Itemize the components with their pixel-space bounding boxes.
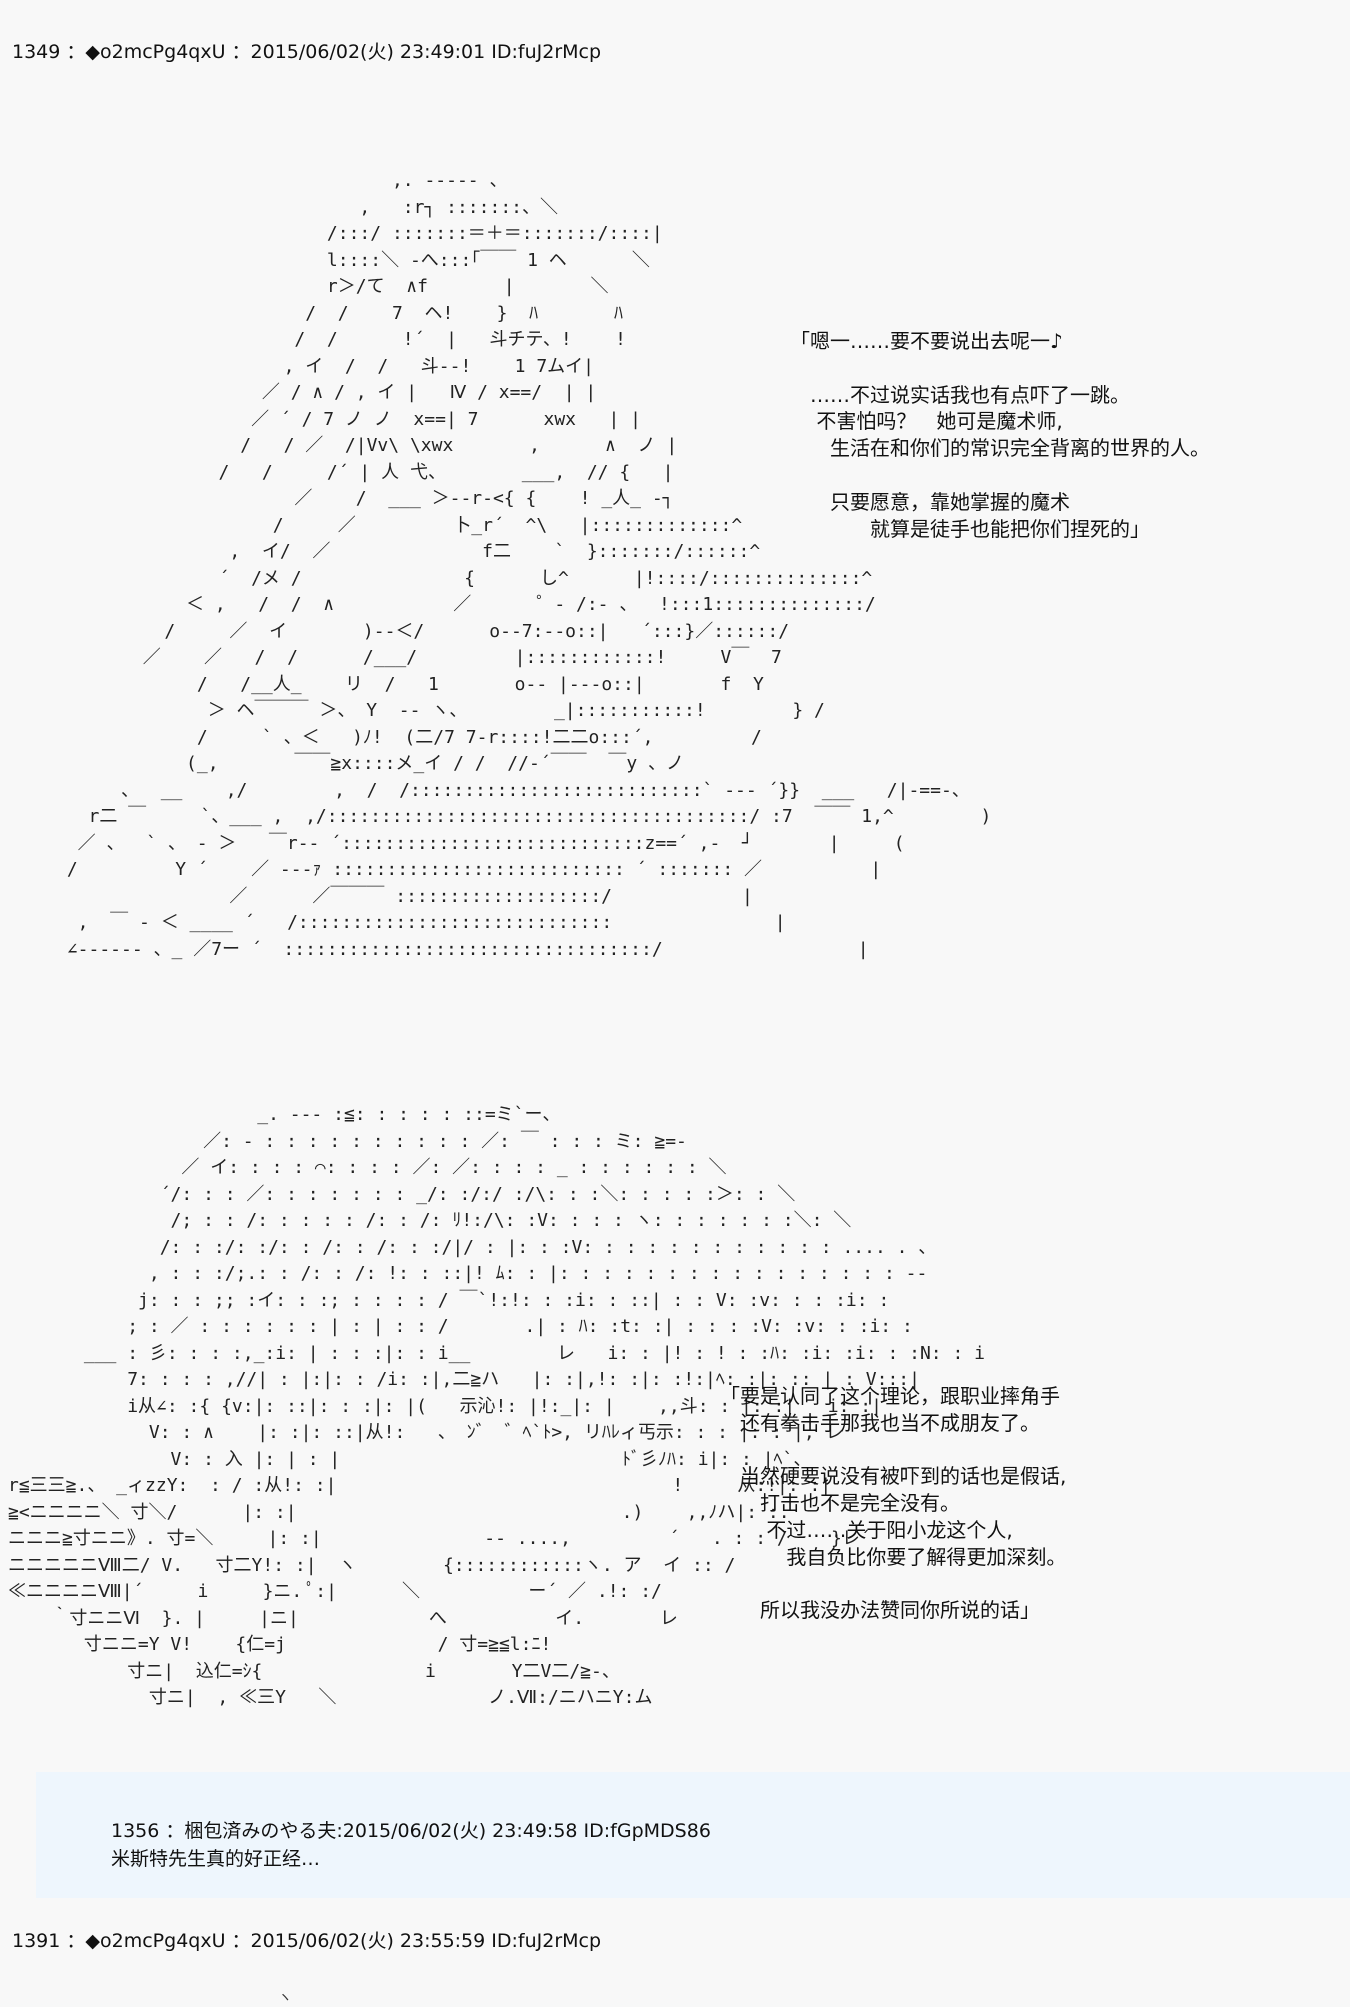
speech-line	[720, 1571, 1066, 1598]
ascii-art-character-2: _. ‐‐‐ :≦: : : : : ::=ミ`ー、 ／: ‐ : : : : …	[8, 1104, 985, 1708]
speech-line: 不害怕吗？ 她可是魔术师,	[790, 409, 1063, 434]
speech-line: 「要是认同了这个理论，跟职业摔角手	[720, 1384, 1060, 1408]
speech-line	[790, 462, 1210, 489]
speech-line	[720, 1437, 1066, 1464]
speech-line	[790, 355, 1210, 382]
speech-line: 我自负比你要了解得更加深刻。	[720, 1544, 1067, 1569]
post-header: 1391 ：◆o2mcPg4qxU ：2015/06/02(火) 23:55:5…	[12, 1930, 602, 1952]
speech-line: 生活在和你们的常识完全背离的世界的人。	[790, 436, 1210, 461]
ascii-art-fragment: ヽ	[278, 1990, 292, 2006]
post-header: 1349 ：◆o2mcPg4qxU ：2015/06/02(火) 23:49:0…	[12, 41, 602, 63]
speech-line: 不过……关于阳小龙这个人,	[720, 1517, 1013, 1542]
reply-box: 1356 ：梱包済みのやる夫:2015/06/02(火) 23:49:58 ID…	[36, 1772, 1350, 1898]
speech-line: 打击也不是完全没有。	[720, 1491, 960, 1516]
speech-line: 当然硬要说没有被吓到的话也是假话,	[720, 1464, 1067, 1489]
speech-line: 所以我没办法赞同你所说的话」	[720, 1598, 1040, 1623]
speech-line: 就算是徒手也能把你们捏死的」	[790, 516, 1150, 541]
ascii-art-character-1: ,. -‐--- 、 , :r┐ :::::::、＼ /:::/ :::::::…	[66, 170, 992, 960]
reply-body: 米斯特先生真的好正经…	[111, 1848, 321, 1870]
speech-line: 只要愿意，靠她掌握的魔术	[790, 489, 1070, 514]
speech-text: 「嗯一……要不要说出去呢一♪ ……不过说实话我也有点吓了一跳。 不害怕吗？ 她可…	[790, 328, 1210, 542]
speech-line: ……不过说实话我也有点吓了一跳。	[790, 382, 1130, 407]
speech-line: 还有拳击手那我也当不成朋友了。	[720, 1410, 1040, 1435]
reply-header: 1356 ：梱包済みのやる夫:2015/06/02(火) 23:49:58 ID…	[111, 1820, 711, 1842]
speech-text: 「要是认同了这个理论，跟职业摔角手 还有拳击手那我也当不成朋友了。 当然硬要说没…	[720, 1383, 1066, 1624]
speech-line: 「嗯一……要不要说出去呢一♪	[790, 329, 1063, 353]
